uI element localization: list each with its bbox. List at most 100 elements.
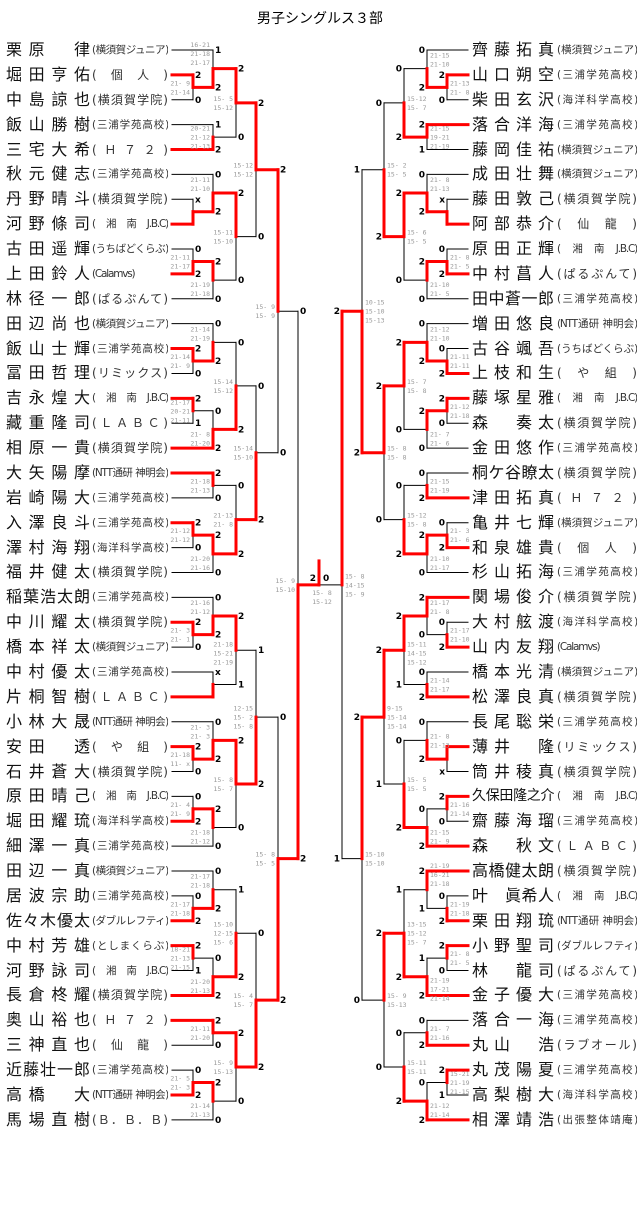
game-score: 21-13 — [450, 79, 470, 87]
match-result: 2 — [419, 1041, 425, 1051]
player-club: (リミックス) — [92, 366, 168, 381]
player-name: 落合一海 — [472, 1010, 554, 1030]
game-score: 21-17 — [430, 685, 450, 693]
match-result: 0 — [419, 469, 425, 479]
match-result: 2 — [215, 357, 221, 367]
match-result: 2 — [280, 996, 286, 1006]
game-score: 21-14 — [430, 1111, 450, 1119]
game-score: 21- 3 — [190, 732, 210, 740]
game-score: 21-14 — [190, 325, 210, 333]
match-result: x — [195, 195, 201, 205]
match-result: 0 — [195, 792, 201, 802]
player-club: (横須賀学院) — [92, 565, 168, 580]
game-score: 21-19 — [430, 862, 450, 870]
game-score: 15- 6 — [407, 229, 427, 237]
player-club: (三浦学苑高校) — [92, 516, 168, 529]
game-score: 15- 8 — [387, 454, 407, 462]
player-name: 桐ケ谷瞭太 — [472, 462, 554, 482]
game-score: 15- 8 — [407, 521, 427, 529]
game-score: 15- 7 — [407, 939, 427, 947]
player-name: 堀田亨佑 — [6, 64, 90, 84]
match-result: 0 — [215, 1041, 221, 1051]
game-score: 9-15 — [387, 705, 403, 713]
game-score: 21-19 — [430, 976, 450, 984]
game-score: 13-15 — [407, 921, 427, 929]
match-result: 2 — [419, 755, 425, 765]
player-name: 藤塚星雅 — [472, 388, 554, 408]
player-name: 長尾聡栄 — [472, 711, 554, 731]
player-club: (三浦学苑高校) — [557, 68, 637, 81]
game-score: 12-15 — [213, 930, 233, 938]
game-score: 21-10 — [430, 61, 450, 69]
game-score: 21-13 — [170, 955, 190, 963]
match-result: 2 — [215, 257, 221, 267]
match-result: 0 — [439, 967, 445, 977]
player-club: (三浦学苑高校) — [557, 815, 637, 828]
game-score: 21- 8 — [450, 253, 470, 261]
game-score: 15- 9 — [255, 312, 275, 320]
game-score: 21-20 — [190, 978, 210, 986]
match-result: 2 — [439, 71, 445, 81]
player-name: 福井健太 — [6, 562, 90, 582]
game-score: 15- 6 — [213, 939, 233, 947]
game-score: 21-15 — [170, 964, 190, 972]
match-result: 2 — [419, 593, 425, 603]
game-score: 21-17 — [190, 59, 210, 67]
player-club: (湘南J.B.C) — [92, 790, 168, 803]
player-club: (Ｈ７２) — [92, 1013, 168, 1028]
game-score: 21-16 — [450, 801, 470, 809]
match-result: 0 — [215, 320, 221, 330]
player-name: 相澤靖浩 — [472, 1109, 554, 1129]
match-result: x — [215, 668, 221, 678]
match-result: 1 — [419, 954, 425, 964]
game-score: 15- 7 — [213, 785, 233, 793]
match-result: 1 — [238, 886, 244, 896]
match-result: 1 — [376, 780, 382, 790]
game-score: 21-10 — [430, 281, 450, 289]
player-name: 成田壮舞 — [472, 164, 554, 184]
match-result: 1 — [195, 419, 201, 429]
player-club: (三浦学苑高校) — [557, 566, 637, 579]
match-result: 2 — [439, 394, 445, 404]
player-club: (や組) — [557, 366, 637, 381]
match-result: 2 — [215, 1016, 221, 1026]
game-score: 15-13 — [365, 317, 385, 325]
player-club: (ぱるぷんて) — [557, 266, 637, 281]
game-score: 15- 5 — [255, 860, 275, 868]
game-score: 15- 5 — [213, 95, 233, 103]
player-name: 亀井七輝 — [472, 512, 554, 532]
player-name: 山内友翔 — [472, 637, 554, 657]
match-result: 2 — [238, 550, 244, 560]
player-name: 丸山 浩 — [472, 1035, 554, 1055]
match-result: x — [439, 195, 445, 205]
game-score: 15-13 — [387, 1001, 407, 1009]
game-score: 21-18 — [213, 641, 233, 649]
player-club: (横須賀学院) — [557, 864, 637, 879]
player-name: 安田 透 — [6, 736, 90, 756]
game-score: 21- 9 — [170, 362, 190, 370]
player-name: 片桐智樹 — [6, 686, 90, 706]
player-name: 藏重隆司 — [6, 413, 90, 433]
match-result: 2 — [258, 99, 264, 109]
game-score: 21-13 — [213, 512, 233, 520]
match-result: 0 — [439, 892, 445, 902]
player-club: (仙龍) — [557, 217, 637, 232]
match-result: 0 — [419, 46, 425, 56]
game-score: 15-12 — [213, 104, 233, 112]
match-result: 0 — [439, 96, 445, 106]
match-result: 2 — [439, 643, 445, 653]
player-club: (三浦学苑高校) — [92, 168, 168, 181]
match-result: 2 — [396, 612, 402, 622]
game-score: 21-15 — [450, 1088, 470, 1096]
match-result: 2 — [215, 469, 221, 479]
player-name: 林 龍司 — [472, 960, 554, 980]
match-result: 2 — [238, 1029, 244, 1039]
game-score: 21-11 — [170, 416, 190, 424]
match-result: 2 — [334, 307, 340, 317]
match-result: 0 — [215, 295, 221, 305]
player-club: (三浦学苑高校) — [92, 1064, 168, 1077]
game-score: 21-15 — [430, 52, 450, 60]
game-score: 21-14 — [450, 810, 470, 818]
game-score: 21- 3 — [190, 723, 210, 731]
match-result: 2 — [215, 444, 221, 454]
